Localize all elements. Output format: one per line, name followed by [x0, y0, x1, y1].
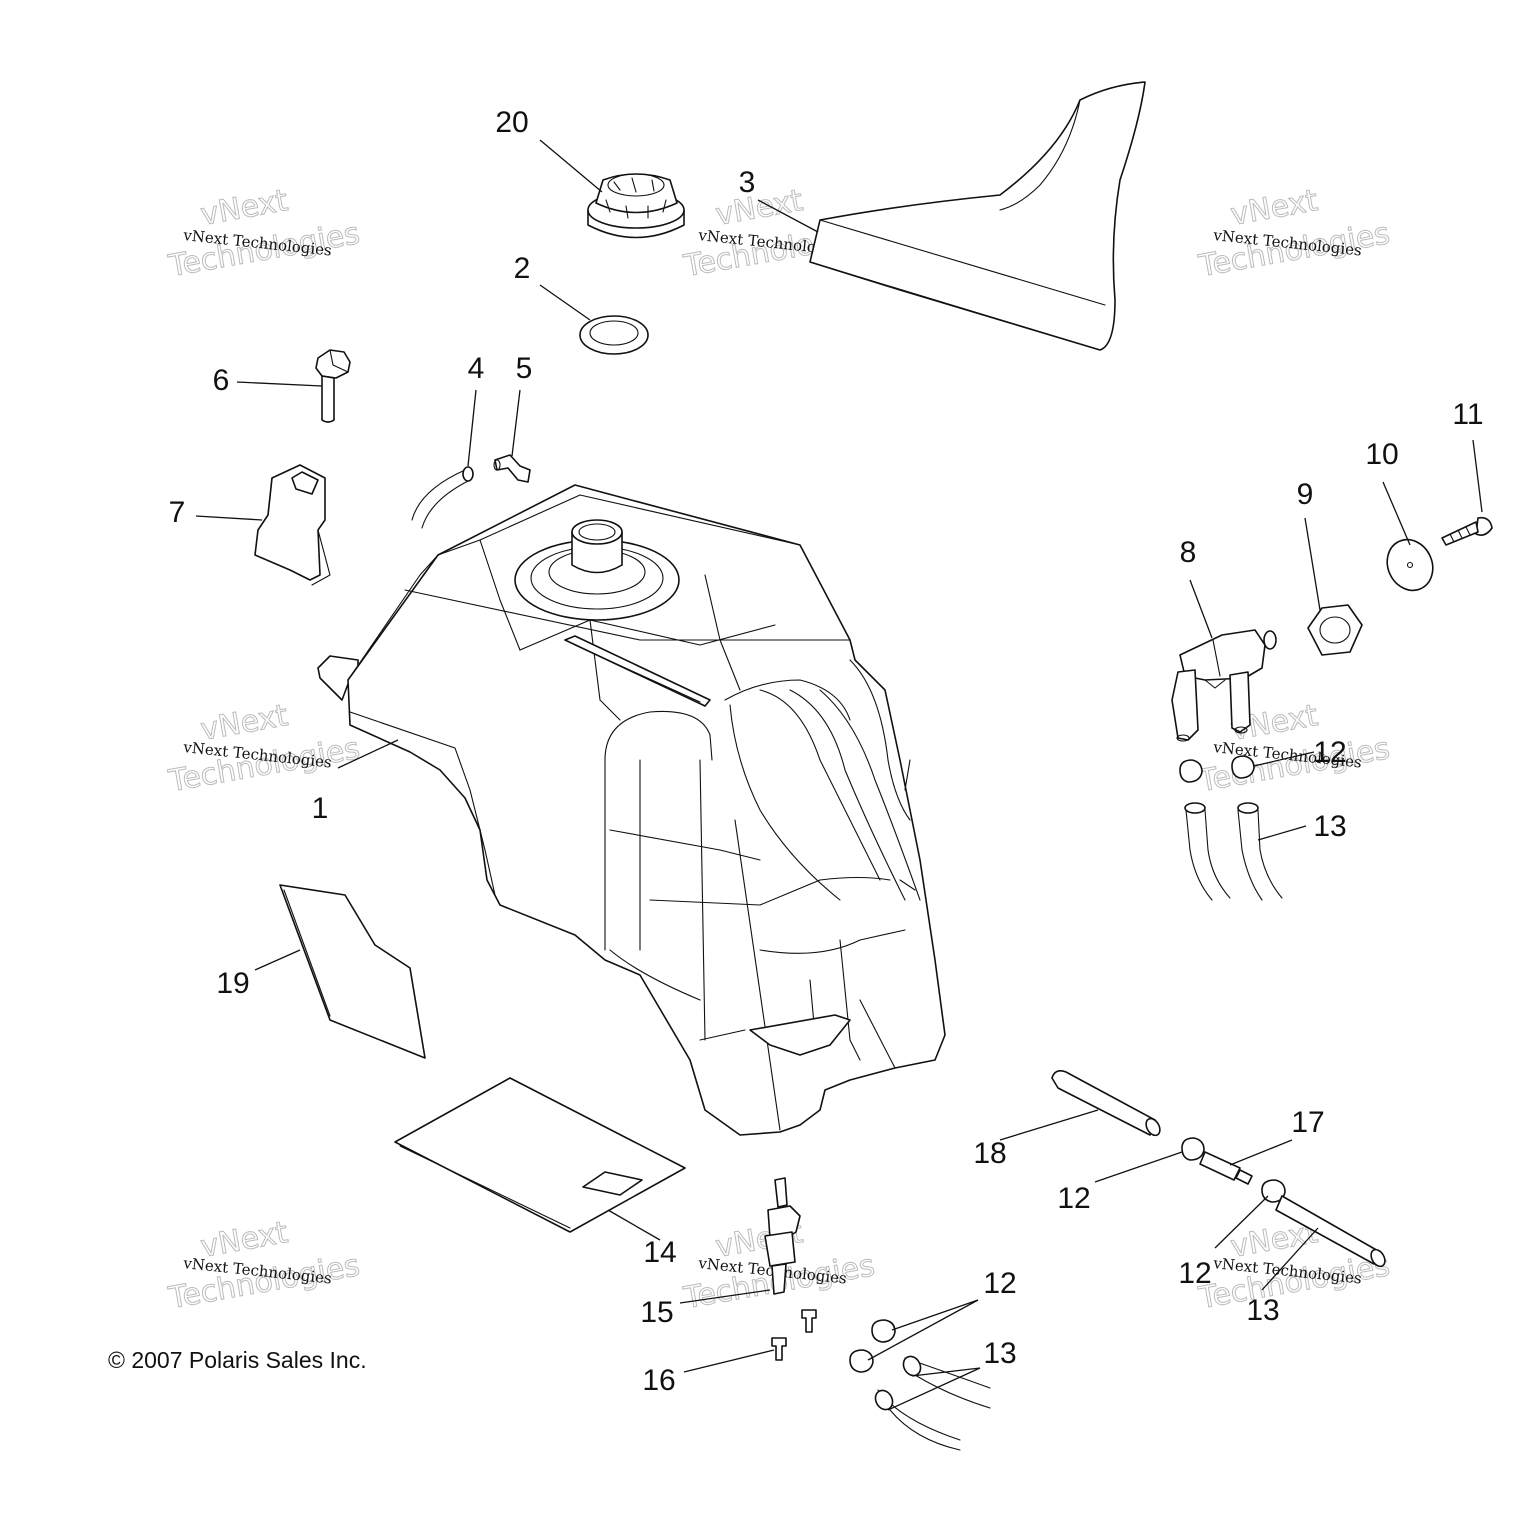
callout-12: 12 — [1313, 736, 1346, 769]
leader-lines — [195, 139, 1483, 1411]
petcock — [764, 1177, 801, 1295]
callout-12: 12 — [983, 1267, 1016, 1300]
callout-13: 13 — [1313, 810, 1346, 843]
callout-2: 2 — [514, 252, 531, 285]
copyright-notice: © 2007 Polaris Sales Inc. — [108, 1347, 367, 1373]
watermark-vnext: vNext — [713, 183, 806, 233]
bottom-pad — [394, 1077, 686, 1233]
callout-3: 3 — [739, 166, 756, 199]
seat-pad — [809, 81, 1146, 351]
callout-14: 14 — [643, 1236, 676, 1269]
callout-9: 9 — [1297, 478, 1314, 511]
gasket-ring — [579, 315, 649, 355]
callout-4: 4 — [468, 352, 485, 385]
callout-18: 18 — [973, 1137, 1006, 1170]
fuel-tank — [317, 484, 946, 1136]
heat-shield-pad — [279, 884, 426, 1059]
hex-nut — [1307, 604, 1363, 656]
watermark-vnext: vNext — [1228, 183, 1321, 233]
elbow-fitting — [493, 454, 531, 483]
vent-hose — [411, 466, 474, 529]
callout-17: 17 — [1291, 1106, 1324, 1139]
callout-1: 1 — [312, 792, 329, 825]
inline-hose-18 — [1051, 1070, 1161, 1137]
callout-5: 5 — [516, 352, 533, 385]
cover-disc — [1386, 538, 1434, 592]
callout-12: 12 — [1178, 1257, 1211, 1290]
small-screws — [771, 1309, 817, 1361]
callout-7: 7 — [169, 496, 186, 529]
callout-15: 15 — [640, 1296, 673, 1329]
inline-hose-13 — [1275, 1195, 1386, 1268]
callout-19: 19 — [216, 967, 249, 1000]
fuel-cap — [587, 173, 685, 239]
callout-13: 13 — [983, 1337, 1016, 1370]
screw — [1441, 516, 1493, 546]
callout-12: 12 — [1057, 1182, 1090, 1215]
callout-6: 6 — [213, 364, 230, 397]
mounting-bracket — [254, 464, 331, 586]
callout-20: 20 — [495, 106, 528, 139]
callout-13: 13 — [1246, 1294, 1279, 1327]
fuel-hoses-lower — [874, 1355, 991, 1451]
watermark-vnext: vNext — [198, 183, 291, 233]
fuel-valve — [1171, 629, 1277, 742]
hose-clamps-lower — [849, 1319, 896, 1373]
callout-11: 11 — [1452, 398, 1483, 431]
callout-16: 16 — [642, 1364, 675, 1397]
callout-8: 8 — [1180, 536, 1197, 569]
callout-10: 10 — [1365, 438, 1398, 471]
fuel-hoses-valve — [1184, 802, 1283, 901]
fuel-filter — [1181, 1137, 1286, 1203]
bolt — [315, 349, 351, 423]
hose-clamps-valve — [1179, 755, 1255, 783]
callout-labels: 1 2 3 4 5 6 7 8 9 10 11 12 12 12 12 12 1… — [169, 106, 1484, 1397]
